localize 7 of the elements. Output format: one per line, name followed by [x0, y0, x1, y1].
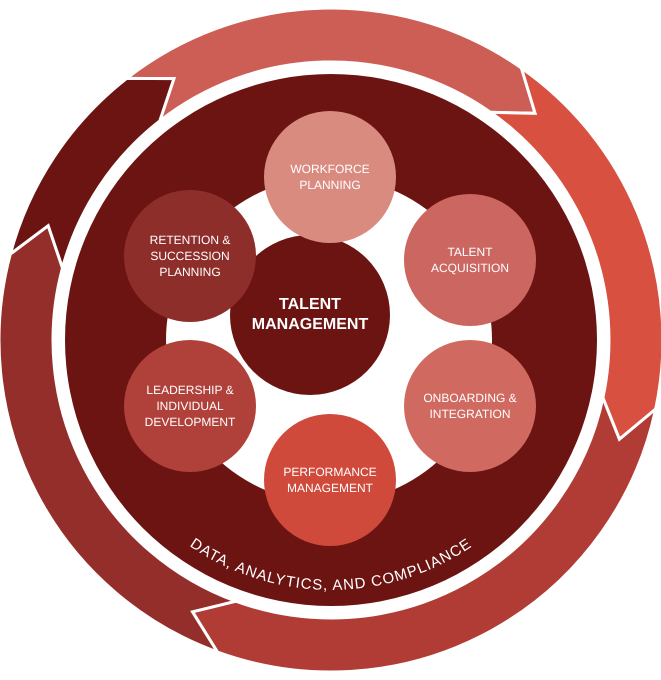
- stage-label: RETENTION & SUCCESSION PLANNING: [148, 232, 232, 280]
- stage-label: PERFORMANCE MANAGEMENT: [282, 464, 378, 496]
- hub-title: TALENT MANAGEMENT: [250, 295, 370, 335]
- stage-label: TALENT ACQUISITION: [430, 244, 510, 276]
- stage-label: LEADERSHIP & INDIVIDUAL DEVELOPMENT: [144, 382, 236, 430]
- stage-label: WORKFORCE PLANNING: [289, 161, 371, 193]
- stage-label: ONBOARDING & INTEGRATION: [422, 390, 518, 422]
